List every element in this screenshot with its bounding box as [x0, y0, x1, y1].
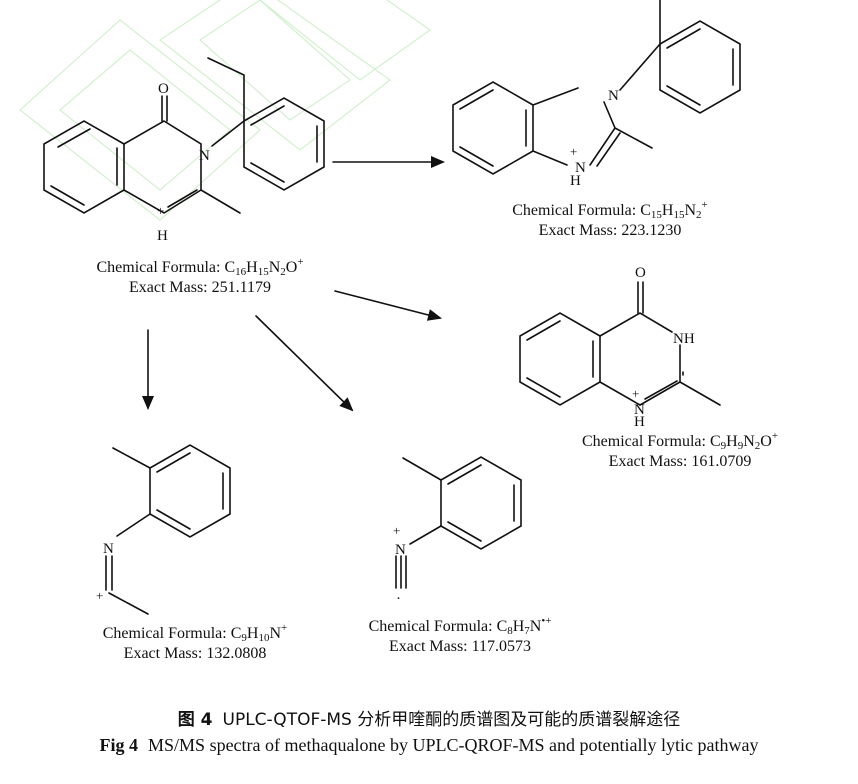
mass-row: Exact Mass: 161.0709	[608, 453, 752, 470]
formula-element: H	[246, 625, 259, 642]
formula-element: C	[496, 618, 508, 635]
mass-row: Exact Mass: 223.1230	[538, 222, 682, 239]
formula-subscript: 2	[696, 209, 702, 221]
formula-charge: +	[281, 622, 288, 634]
formula-element: O	[285, 259, 298, 276]
formula-element: H	[512, 618, 525, 635]
exact-mass: 132.0808	[206, 645, 267, 662]
formula-subscript: 16	[235, 266, 247, 278]
formula-subscript: 2	[280, 266, 286, 278]
mass-row: Exact Mass: 132.0808	[123, 645, 267, 662]
formula-element: O	[760, 433, 772, 450]
formula-element: C	[230, 625, 242, 642]
atom-n: N	[608, 88, 619, 104]
atom-h: H	[570, 173, 581, 189]
arrow-to-frag2	[334, 290, 442, 321]
caption-cn: 图 4 UPLC-QTOF-MS 分析甲喹酮的质谱图及可能的质谱裂解途径	[0, 705, 858, 730]
chemical-formula: C9H10N+	[230, 622, 288, 644]
formula-charge: •+	[541, 615, 552, 627]
exact-mass: 117.0573	[471, 638, 532, 655]
formula-element: N	[269, 625, 282, 642]
arrow-to-frag4	[255, 315, 354, 412]
formula-element: H	[246, 259, 258, 276]
formula-element: H	[726, 433, 738, 450]
exact-mass: 251.1179	[211, 279, 272, 296]
exact-mass: 161.0709	[691, 453, 752, 470]
formula-subscript: 15	[257, 266, 269, 278]
formula-element: N	[268, 259, 281, 276]
formula-row: Chemical Formula: C9H9N2O+	[581, 430, 779, 452]
radical-dot: ·	[396, 591, 401, 607]
atom-h: H	[157, 228, 168, 244]
atom-plus: +	[393, 523, 400, 538]
atom-n: N	[199, 148, 210, 164]
formula-element: N	[529, 618, 542, 635]
mass-row: Exact Mass: 251.1179	[128, 279, 272, 296]
formula-element: C	[224, 259, 236, 276]
parent-label: Chemical Formula: C16H15N2O+ Exact Mass:…	[60, 256, 340, 298]
formula-subscript: 15	[650, 209, 662, 221]
frag3-structure	[105, 444, 231, 615]
atom-n: N	[395, 542, 406, 558]
caption-en-number: Fig 4	[99, 735, 139, 755]
atom-n: N	[575, 160, 586, 176]
caption-cn-text: UPLC-QTOF-MS 分析甲喹酮的质谱图及可能的质谱裂解途径	[222, 710, 681, 730]
atom-plus: +	[570, 144, 577, 159]
formula-subscript: 9	[720, 440, 727, 452]
formula-row: Chemical Formula: C15H15N2+	[512, 199, 708, 221]
chemical-formula: C15H15N2+	[640, 199, 708, 221]
frag1-structure	[452, 0, 741, 175]
formula-subscript: 9	[737, 440, 744, 452]
atom-nh: NH	[673, 331, 695, 347]
atom-h: H	[634, 414, 645, 430]
formula-element: N	[684, 202, 697, 219]
formula-subscript: 7	[524, 625, 530, 637]
atom-o: O	[158, 81, 169, 97]
atom-n: N	[103, 541, 114, 557]
exact-mass: 223.1230	[621, 222, 682, 239]
frag1-label: Chemical Formula: C15H15N2+ Exact Mass: …	[470, 199, 750, 241]
formula-element: C	[640, 202, 651, 219]
atom-plus: +	[157, 203, 164, 218]
frag4-label: Chemical Formula: C8H7N•+ Exact Mass: 11…	[320, 615, 600, 657]
caption-en-text: MS/MS spectra of methaqualone by UPLC-QR…	[148, 735, 759, 755]
formula-subscript: 8	[507, 625, 513, 637]
formula-subscript: 15	[673, 209, 685, 221]
formula-charge: +	[297, 256, 304, 268]
fragmentation-scheme: O N + H N + N H O NH + N H N + + N ·	[19, 0, 741, 615]
formula-element: H	[661, 202, 674, 219]
formula-charge: +	[701, 199, 708, 211]
chemical-formula: C9H9N2O+	[709, 430, 779, 452]
frag3-label: Chemical Formula: C9H10N+ Exact Mass: 13…	[55, 622, 335, 664]
formula-charge: +	[771, 430, 779, 442]
formula-row: Chemical Formula: C16H15N2O+	[96, 256, 304, 278]
formula-row: Chemical Formula: C9H10N+	[102, 622, 288, 644]
frag4-structure	[395, 456, 522, 589]
atom-plus: +	[96, 588, 103, 603]
mass-row: Exact Mass: 117.0573	[388, 638, 532, 655]
chemical-formula: C8H7N•+	[496, 615, 552, 637]
formula-subscript: 10	[258, 632, 270, 644]
formula-subscript: 2	[754, 440, 761, 452]
atom-plus: +	[632, 386, 639, 401]
frag2-structure	[519, 281, 721, 406]
watermark	[19, 0, 431, 221]
formula-element: N	[743, 433, 755, 450]
caption-en: Fig 4 MS/MS spectra of methaqualone by UP…	[0, 735, 858, 756]
chemical-formula: C16H15N2O+	[224, 256, 304, 278]
atom-o: O	[635, 265, 646, 281]
atom-n: N	[634, 402, 645, 418]
caption-cn-number: 图 4	[177, 710, 213, 730]
formula-element: C	[709, 433, 721, 450]
frag2-label: Chemical Formula: C9H9N2O+ Exact Mass: 1…	[540, 430, 820, 472]
formula-row: Chemical Formula: C8H7N•+	[368, 615, 552, 637]
formula-subscript: 9	[241, 632, 247, 644]
parent-structure	[43, 57, 325, 214]
